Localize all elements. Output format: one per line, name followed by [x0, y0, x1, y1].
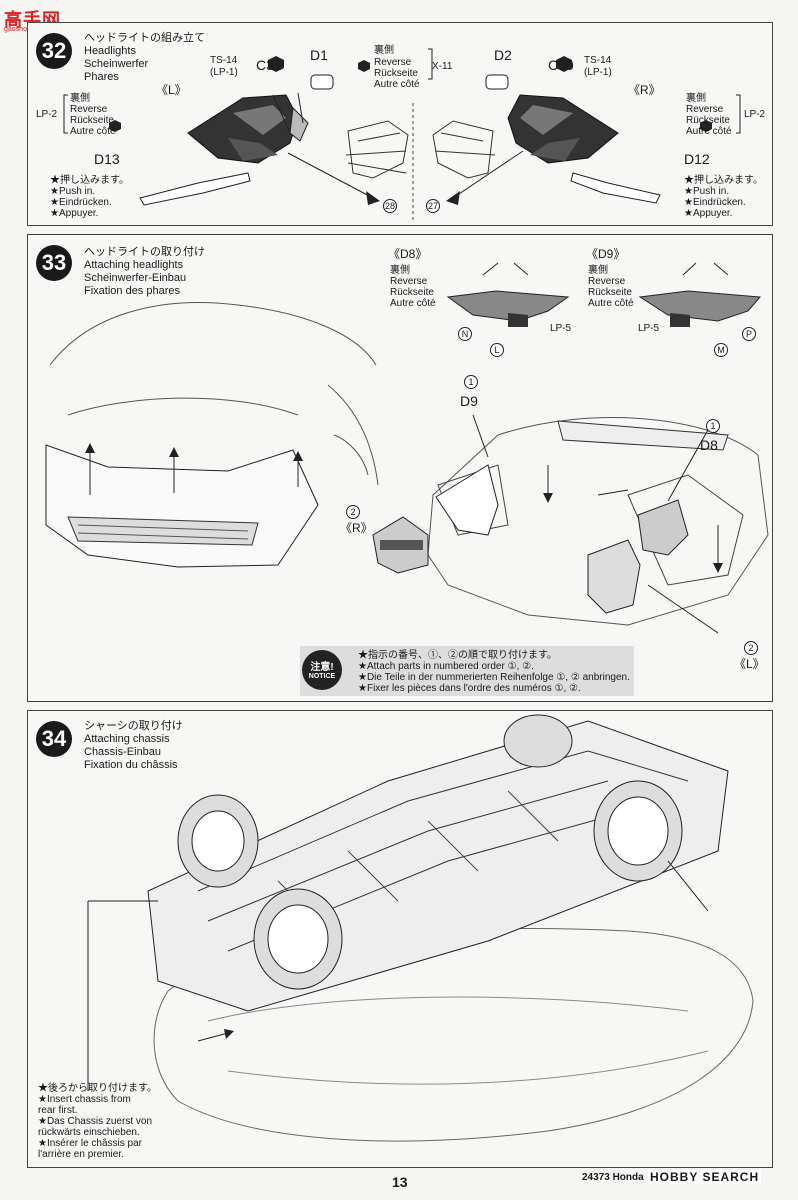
push-en-left: ★Push in.: [50, 186, 96, 197]
step-33-panel: 33 ヘッドライトの取り付け Attaching headlights Sche…: [27, 234, 773, 702]
part-d1: D1: [310, 47, 328, 63]
order-2-r: 2: [346, 505, 360, 519]
rev-de-left: Rückseite: [70, 115, 114, 126]
rev-jp-center: 裏側: [374, 45, 394, 56]
push-jp-left: ★押し込みます。: [50, 175, 129, 186]
side-l: 《L》: [156, 83, 187, 97]
step-title-en: Attaching headlights: [84, 259, 184, 271]
ref-27: 27: [426, 199, 440, 213]
d8-l: L: [490, 343, 504, 357]
part-d8: D8: [700, 437, 718, 453]
step-title-fr: Phares: [84, 71, 119, 83]
part-d13: D13: [94, 151, 120, 167]
lp1-label-right: (LP-1): [584, 67, 612, 78]
rev-fr-left: Autre côté: [70, 126, 116, 137]
step-32-panel: 32 ヘッドライトの組み立て Headlights Scheinwerfer P…: [27, 22, 773, 226]
rev-jp-left: 裏側: [70, 93, 90, 104]
d9-rev-de: Rückseite: [588, 287, 632, 298]
d8-rev-de: Rückseite: [390, 287, 434, 298]
push-en-right: ★Push in.: [684, 186, 730, 197]
part-d12: D12: [684, 151, 710, 167]
notice-box: 注意! NOTICE ★指示の番号、①、②の順で取り付けます。 ★Attach …: [300, 646, 634, 696]
part-c31: C31: [256, 57, 282, 73]
part-c30: C30: [548, 57, 574, 73]
step-title-fr: Fixation du châssis: [84, 759, 178, 771]
ts14-label-left: TS-14: [210, 55, 238, 66]
d9-rev-fr: Autre côté: [588, 298, 634, 309]
ref-28: 28: [383, 199, 397, 213]
rev-jp-right: 裏側: [686, 93, 706, 104]
part-d9: D9: [460, 393, 478, 409]
ts14-label-right: TS-14: [584, 55, 612, 66]
order-1-d9: 1: [464, 375, 478, 389]
step-33-illustration: [45, 262, 769, 634]
rev-en-right: Reverse: [686, 104, 724, 115]
step-number: 34: [36, 721, 72, 757]
side-r: 《R》: [340, 521, 373, 535]
d9-p: P: [742, 327, 756, 341]
step-title-jp: ヘッドライトの取り付け: [84, 246, 205, 258]
d8-rev-fr: Autre côté: [390, 298, 436, 309]
lp2-right: LP-2: [744, 109, 766, 120]
d8-header: 《D8》: [388, 247, 428, 261]
d9-header: 《D9》: [586, 247, 626, 261]
step-title-de: Chassis-Einbau: [84, 746, 162, 758]
step-title-de: Scheinwerfer-Einbau: [84, 272, 187, 284]
step-title-en: Headlights: [84, 45, 136, 57]
notice-badge: 注意! NOTICE: [302, 650, 342, 690]
d8-rev-en: Reverse: [390, 276, 428, 287]
step-title-fr: Fixation des phares: [84, 285, 180, 297]
push-de-right: ★Eindrücken.: [684, 197, 746, 208]
step-title-de: Scheinwerfer: [84, 58, 149, 70]
step-title-en: Attaching chassis: [84, 733, 170, 745]
step-34-illustration: [87, 714, 754, 1142]
chassis-caption: ★後ろから取り付けます。 ★Insert chassis from rear f…: [38, 1083, 157, 1160]
push-jp-right: ★押し込みます。: [684, 175, 763, 186]
d8-n: N: [458, 327, 472, 341]
d9-rev-jp: 裏側: [588, 265, 608, 276]
push-fr-left: ★Appuyer.: [50, 208, 99, 219]
step-number: 33: [36, 245, 72, 281]
side-l: 《L》: [734, 657, 765, 671]
order-2-l: 2: [744, 641, 758, 655]
rev-en-left: Reverse: [70, 104, 108, 115]
d8-rev-jp: 裏側: [390, 265, 410, 276]
product-code: 24373 Honda: [582, 1172, 644, 1183]
step-34-panel: 34 シャーシの取り付け Attaching chassis Chassis-E…: [27, 710, 773, 1168]
rev-fr-center: Autre côté: [374, 79, 420, 90]
step-number: 32: [36, 33, 72, 69]
step-32-illustration: [63, 48, 741, 223]
rev-en-center: Reverse: [374, 57, 412, 68]
part-d2: D2: [494, 47, 512, 63]
lp2-left: LP-2: [36, 109, 58, 120]
x11-label: X-11: [432, 61, 453, 72]
rev-fr-right: Autre côté: [686, 126, 732, 137]
side-r: 《R》: [628, 83, 661, 97]
push-fr-right: ★Appuyer.: [684, 208, 733, 219]
d9-rev-en: Reverse: [588, 276, 626, 287]
d9-m: M: [714, 343, 728, 357]
lp1-label-left: (LP-1): [210, 67, 238, 78]
d8-lp5: LP-5: [550, 323, 572, 334]
notice-text: ★指示の番号、①、②の順で取り付けます。 ★Attach parts in nu…: [358, 650, 630, 694]
step-title-jp: ヘッドライトの組み立て: [84, 32, 205, 44]
order-1-d8: 1: [706, 419, 720, 433]
step-title-jp: シャーシの取り付け: [84, 720, 183, 732]
rev-de-center: Rückseite: [374, 68, 418, 79]
hobby-search-watermark: HOBBY SEARCH: [648, 1170, 762, 1184]
push-de-left: ★Eindrücken.: [50, 197, 112, 208]
page-number: 13: [392, 1174, 408, 1190]
rev-de-right: Rückseite: [686, 115, 730, 126]
d9-lp5: LP-5: [638, 323, 660, 334]
